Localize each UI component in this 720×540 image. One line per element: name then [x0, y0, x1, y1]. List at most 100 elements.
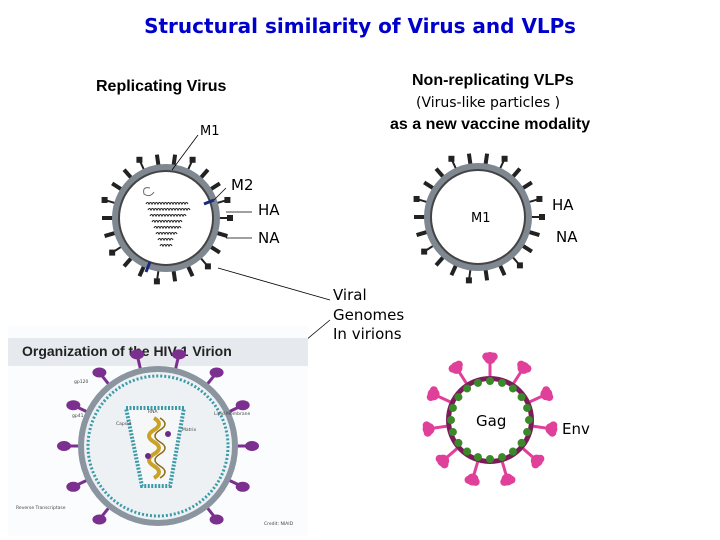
gp120-head	[57, 441, 71, 451]
env-spike-lobe	[454, 360, 463, 369]
gp120-head	[130, 349, 145, 360]
genome-segment	[151, 219, 183, 224]
gp120-head	[235, 400, 250, 411]
genome-segment	[157, 237, 174, 242]
na-spike-head	[501, 155, 508, 162]
hiv-envelope-spikes	[57, 349, 259, 525]
gag-bead	[448, 428, 457, 437]
vlp-spikes	[413, 153, 545, 284]
gag-bead	[523, 403, 532, 412]
na-spike-head	[448, 155, 455, 162]
hiv-virion-figure: Organization of the HIV-1 Virion gp120 g…	[8, 326, 308, 536]
label-m1-left: M1	[200, 124, 220, 139]
gag-bead	[508, 447, 517, 456]
env-spike-lobe	[536, 454, 545, 463]
env-spike-lobe	[517, 360, 526, 369]
na-spike-head	[101, 196, 108, 203]
gag-env-vlp-diagram	[422, 352, 558, 486]
gp120-head	[92, 367, 107, 378]
left-virus-matrix-ring	[118, 170, 214, 266]
env-spike-lobe	[423, 428, 432, 437]
env-spike-lobe	[471, 477, 480, 486]
gag-bead	[525, 416, 533, 424]
na-spike-head	[227, 215, 233, 221]
label-ha-right: HA	[552, 196, 574, 214]
na-spike-head	[421, 248, 428, 255]
label-m1-right: M1	[471, 211, 491, 226]
gag-bead	[508, 384, 517, 393]
genome-pointer-line-1	[217, 267, 331, 301]
gp120-head	[209, 514, 224, 525]
left-virus-genome-segments	[145, 201, 191, 248]
replicating-virus-diagram	[101, 154, 233, 285]
hiv-rna-strand-2	[154, 417, 166, 479]
vlp-interior	[431, 170, 525, 264]
vlp-core	[451, 381, 529, 459]
hiv-label-gp120: gp120	[74, 380, 89, 385]
gp120-head	[92, 514, 107, 525]
gag-bead	[486, 377, 494, 385]
hiv-label-gp41: gp41	[72, 414, 84, 419]
gp120-head	[66, 400, 81, 411]
label-ha-left: HA	[258, 201, 280, 219]
hiv-label-matrix: Matrix	[182, 428, 197, 433]
vlp-matrix-ring	[430, 169, 526, 265]
gag-bead	[447, 416, 455, 424]
hiv-virion-drawing	[57, 349, 259, 526]
gp120-head	[235, 481, 250, 492]
na-spike-head	[153, 278, 160, 285]
hiv-label-reverse-transcriptase: Reverse Transcriptase	[16, 506, 66, 511]
gag-bead	[498, 378, 507, 387]
hiv-label-rna: RNA	[148, 410, 158, 415]
gag-beads	[447, 377, 533, 463]
gag-bead	[517, 438, 526, 447]
gp120-head	[66, 481, 81, 492]
na-spike-head	[224, 196, 231, 203]
gag-bead	[448, 403, 457, 412]
m2-leader-line	[213, 187, 227, 201]
na-spike-head	[465, 277, 472, 284]
label-env: Env	[562, 420, 590, 438]
genome-segment	[149, 213, 187, 218]
hiv-capsid	[123, 406, 187, 488]
env-spike-lobe	[464, 475, 473, 484]
na-spike-head	[516, 262, 523, 269]
gag-bead	[498, 453, 507, 462]
vlp-subheading-2: as a new vaccine modality	[390, 116, 591, 133]
env-spike-lobe	[448, 364, 457, 373]
gag-bead	[454, 393, 463, 402]
na-spike-head	[189, 156, 196, 163]
na-spike-head	[539, 214, 545, 220]
genome-segment	[147, 207, 191, 212]
env-spike-lobe	[429, 386, 438, 395]
replicating-virus-heading: Replicating Virus	[96, 78, 227, 95]
hiv-credit: Credit: NIAID	[264, 522, 294, 527]
genome-segment	[155, 231, 178, 236]
gag-bead	[523, 428, 532, 437]
env-spike-lobe	[549, 421, 558, 430]
env-spike-lobe	[440, 460, 449, 469]
gag-bead	[463, 384, 472, 393]
env-spikes	[422, 352, 558, 486]
genome-segment	[159, 243, 173, 248]
gag-bead	[454, 438, 463, 447]
gag-bead	[473, 453, 482, 462]
left-virus-protein-loop	[143, 187, 155, 197]
env-spike-lobe	[545, 393, 554, 402]
genome-label-line-1: Viral	[333, 286, 367, 304]
vlp-diagram	[413, 153, 545, 284]
label-na-left: NA	[258, 229, 280, 247]
vlp-subheading: (Virus-like particles )	[416, 95, 561, 111]
m2-channel-2	[144, 261, 152, 273]
hiv-matrix-layer	[86, 374, 230, 518]
gp120-head	[171, 349, 186, 360]
env-spike-lobe	[531, 460, 540, 469]
label-gag: Gag	[476, 412, 507, 430]
vlp-heading: Non-replicating VLPs	[412, 72, 574, 89]
env-spike-lobe	[507, 475, 516, 484]
genome-label-line-3: In virions	[333, 325, 402, 343]
hiv-rna-strand-1	[147, 416, 161, 480]
gp120-head	[245, 441, 259, 451]
env-spike-lobe	[500, 477, 509, 486]
genome-segment	[145, 201, 189, 206]
